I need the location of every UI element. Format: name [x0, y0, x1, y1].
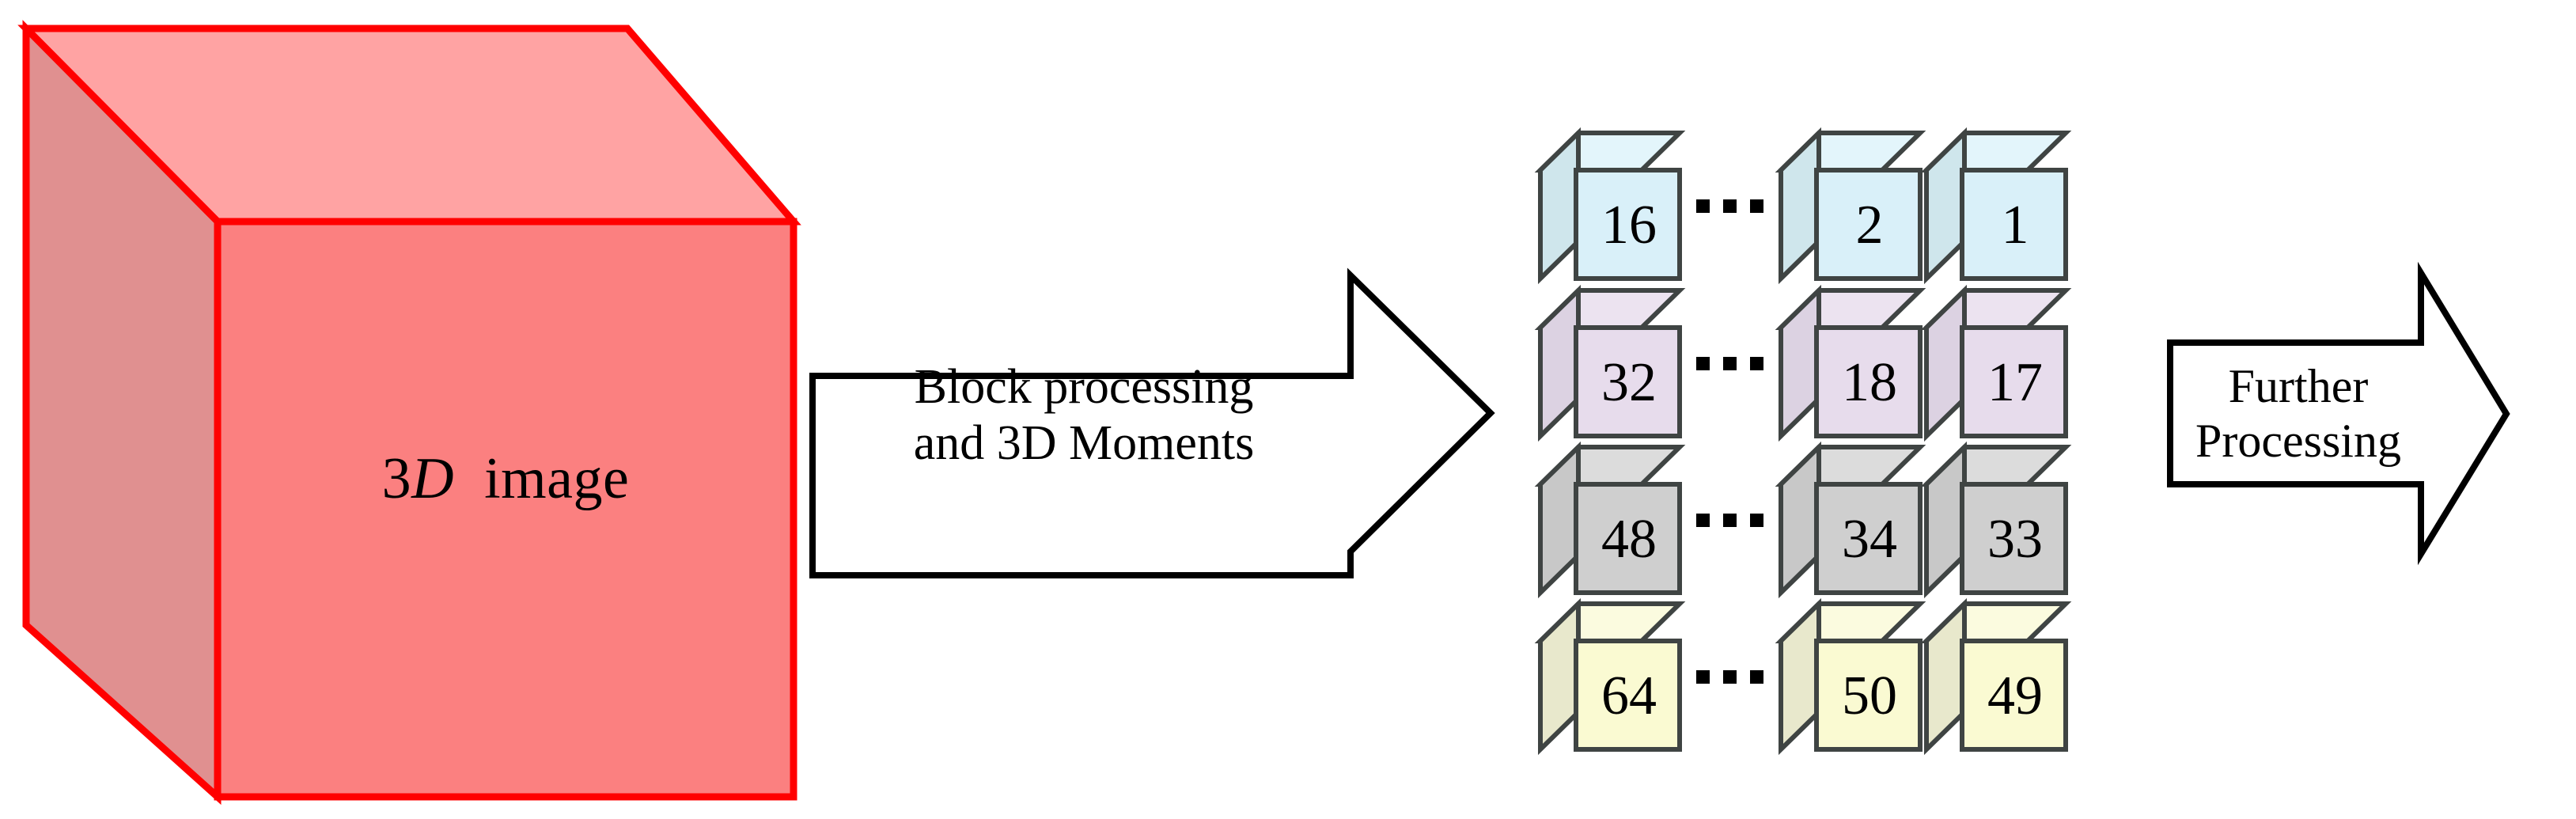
ellipsis-dot	[1749, 356, 1763, 370]
ellipsis-dot	[1722, 356, 1737, 370]
ellipsis-dot	[1695, 669, 1710, 684]
arrow-further-processing-label: Further Processing	[2180, 340, 2417, 487]
ellipsis-row-blue	[1682, 131, 1777, 281]
ellipsis-dot	[1695, 199, 1710, 213]
cube-label-italic-d: D	[411, 446, 455, 511]
ellipsis-dot	[1695, 356, 1710, 370]
ellipsis-dot	[1749, 199, 1763, 213]
arrow-polygon	[809, 267, 1495, 578]
cube-label-suffix: image	[454, 446, 630, 511]
arrow1-line2: and 3D Moments	[913, 416, 1255, 470]
ellipsis-row-purple	[1682, 288, 1777, 438]
cube-label-prefix: 3	[381, 446, 412, 511]
arrow2-line2: Processing	[2195, 414, 2401, 467]
block-cube-18[interactable]: 18	[1775, 284, 1926, 442]
arrow-polygon	[2167, 261, 2510, 566]
ellipsis-dot	[1722, 199, 1737, 213]
ellipsis-dot	[1722, 513, 1737, 527]
ellipsis-row-yellow	[1682, 601, 1777, 752]
arrow1-line1: Block processing	[914, 360, 1254, 415]
block-cube-32[interactable]: 32	[1534, 284, 1686, 442]
cube-front-face	[214, 218, 797, 801]
arrow-block-processing-label: Block processing and 3D Moments	[823, 348, 1345, 483]
ellipsis-dot	[1722, 669, 1737, 684]
ellipsis-dot	[1695, 513, 1710, 527]
block-cube-50[interactable]: 50	[1775, 597, 1926, 756]
block-cube-2[interactable]: 2	[1775, 127, 1926, 285]
arrow2-line1: Further	[2228, 360, 2369, 413]
ellipsis-dot	[1749, 513, 1763, 527]
ellipsis-row-gray	[1682, 445, 1777, 595]
ellipsis-dot	[1749, 669, 1763, 684]
block-cube-34[interactable]: 34	[1775, 441, 1926, 599]
